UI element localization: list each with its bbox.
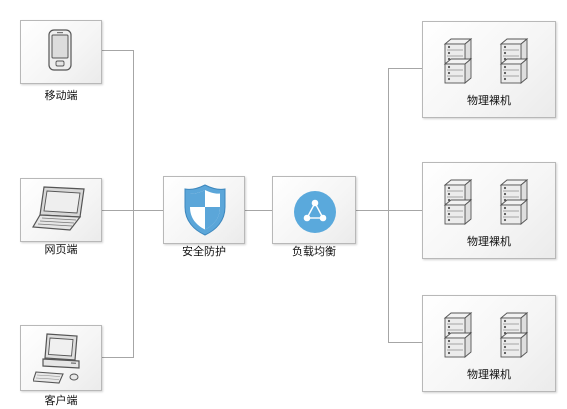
server-rack-icon: [443, 179, 473, 225]
physical-server-label: 物理裸机: [467, 235, 511, 248]
load-balancer-label: 负载均衡: [292, 245, 336, 258]
physical-server-node-2: 物理裸机: [422, 162, 556, 259]
physical-server-node-1: 物理裸机: [422, 21, 556, 118]
server-rack-icon: [443, 38, 473, 84]
load-balance-icon: [294, 191, 336, 233]
web-client-label: 网页端: [44, 243, 78, 256]
mobile-client-node: [20, 20, 102, 84]
desktop-client-node: [20, 325, 102, 391]
load-balancer-node: [272, 176, 356, 244]
physical-server-label: 物理裸机: [467, 94, 511, 107]
server-rack-icon: [499, 179, 529, 225]
server-rack-icon: [499, 312, 529, 358]
mobile-phone-icon: [48, 29, 72, 71]
laptop-icon: [32, 186, 85, 231]
security-node: [163, 176, 245, 244]
server-rack-icon: [443, 312, 473, 358]
web-client-node: [20, 178, 102, 242]
security-label: 安全防护: [182, 245, 226, 258]
desktop-client-label: 客户端: [44, 394, 78, 407]
desktop-computer-icon: [33, 333, 80, 384]
physical-server-label: 物理裸机: [467, 368, 511, 381]
mobile-client-label: 移动端: [44, 89, 78, 102]
server-rack-icon: [499, 38, 529, 84]
security-shield-icon: [184, 184, 226, 236]
physical-server-node-3: 物理裸机: [422, 295, 556, 392]
